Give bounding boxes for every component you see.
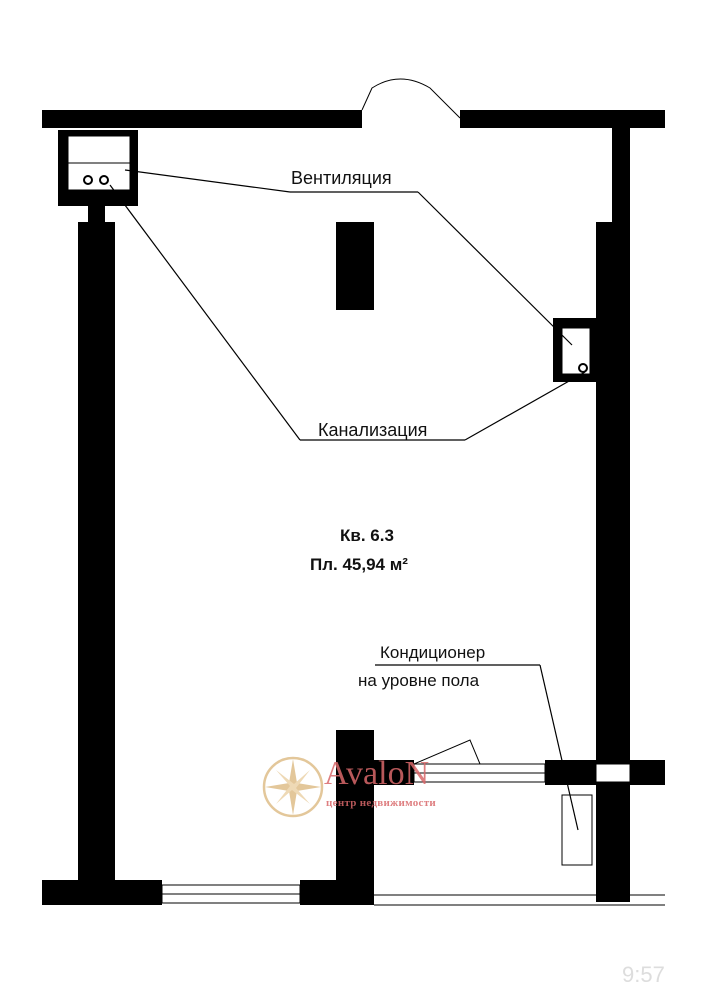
ventilation-label: Вентиляция	[291, 168, 392, 188]
watermark-subtitle: центр недвижимости	[326, 797, 437, 809]
right-shaft-interior	[561, 327, 591, 375]
partition-column	[336, 730, 374, 905]
right-column	[596, 222, 630, 902]
bottom-wall-left	[42, 880, 162, 905]
apartment-number: Кв. 6.3	[340, 526, 394, 545]
balcony-wall-b	[545, 760, 596, 785]
status-time: 9:57	[622, 962, 665, 984]
left-column	[78, 222, 115, 902]
door-swing	[361, 78, 461, 119]
central-column	[336, 222, 374, 310]
watermark-name: AvaloN	[324, 755, 430, 792]
balcony-wall-a	[374, 760, 414, 785]
pipe-icon	[83, 175, 93, 185]
leader-lines	[109, 169, 586, 831]
ac-label-line2: на уровне пола	[358, 671, 480, 690]
balcony-wall-c	[630, 760, 665, 785]
sewage-label: Канализация	[318, 420, 428, 440]
pipe-icon	[99, 175, 109, 185]
compass-star-icon	[262, 756, 324, 818]
ac-label-line1: Кондиционер	[380, 643, 486, 662]
apartment-area: Пл. 45,94 м²	[310, 555, 408, 574]
pipe-icon	[578, 363, 588, 373]
balcony-door-swing	[413, 739, 481, 765]
top-wall-left	[42, 110, 362, 128]
right-wall-upper	[612, 128, 630, 222]
bottom-wall-mid	[300, 880, 340, 905]
shaft-connector	[88, 206, 105, 222]
air-conditioner	[561, 794, 593, 866]
top-wall-right	[460, 110, 665, 128]
